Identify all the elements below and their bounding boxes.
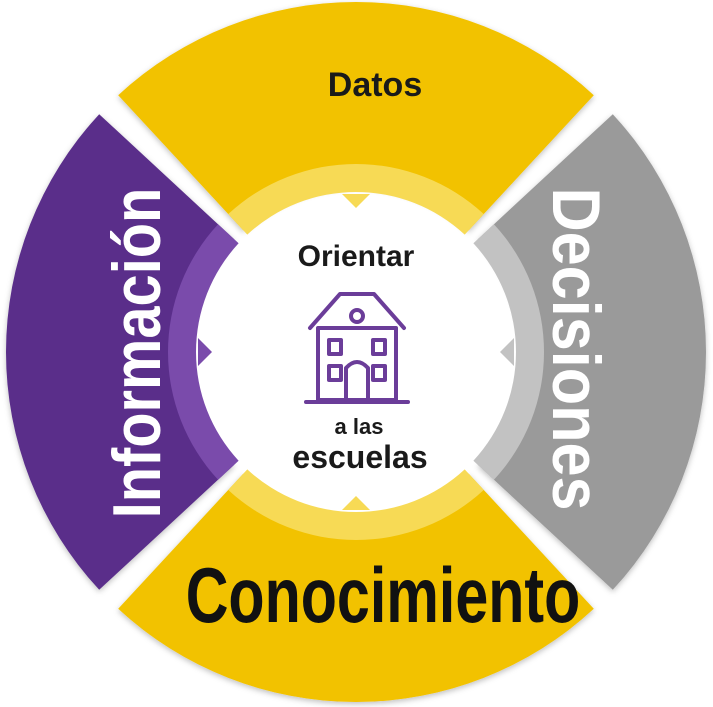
center-subtitle-2: escuelas — [292, 439, 427, 475]
band-informacion — [168, 224, 239, 480]
pointer-bottom — [342, 496, 370, 510]
band-decisiones — [473, 224, 544, 480]
pointer-top — [342, 194, 370, 208]
segment-conocimiento — [118, 473, 594, 702]
center-subtitle-1: a las — [335, 414, 384, 439]
label-informacion: Información — [100, 188, 175, 519]
label-conocimiento: Conocimiento — [186, 551, 581, 639]
center-title: Orientar — [298, 240, 415, 273]
segment-datos — [118, 2, 594, 231]
center-circle — [198, 194, 514, 510]
segment-informacion — [5, 114, 235, 590]
inner-band — [168, 164, 544, 541]
band-datos — [228, 164, 484, 235]
pointer-left — [198, 338, 212, 366]
pointer-right — [500, 338, 514, 366]
label-datos: Datos — [328, 66, 422, 104]
school-building-icon — [304, 292, 410, 404]
band-conocimiento — [228, 469, 484, 541]
segment-decisiones — [477, 114, 707, 590]
pointers — [198, 194, 514, 510]
ring — [5, 2, 707, 702]
label-decisiones: Decisiones — [538, 187, 615, 510]
